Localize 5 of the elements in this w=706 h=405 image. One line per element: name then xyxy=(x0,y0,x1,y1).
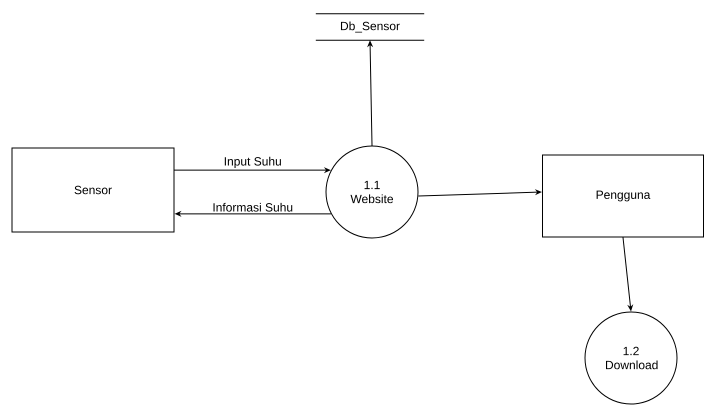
process-box: Pengguna xyxy=(542,154,704,238)
edge-label: Informasi Suhu xyxy=(211,202,294,213)
data-store: Db_Sensor xyxy=(315,13,425,41)
edge-label: Input Suhu xyxy=(222,156,283,169)
process-box: Sensor xyxy=(12,148,174,232)
